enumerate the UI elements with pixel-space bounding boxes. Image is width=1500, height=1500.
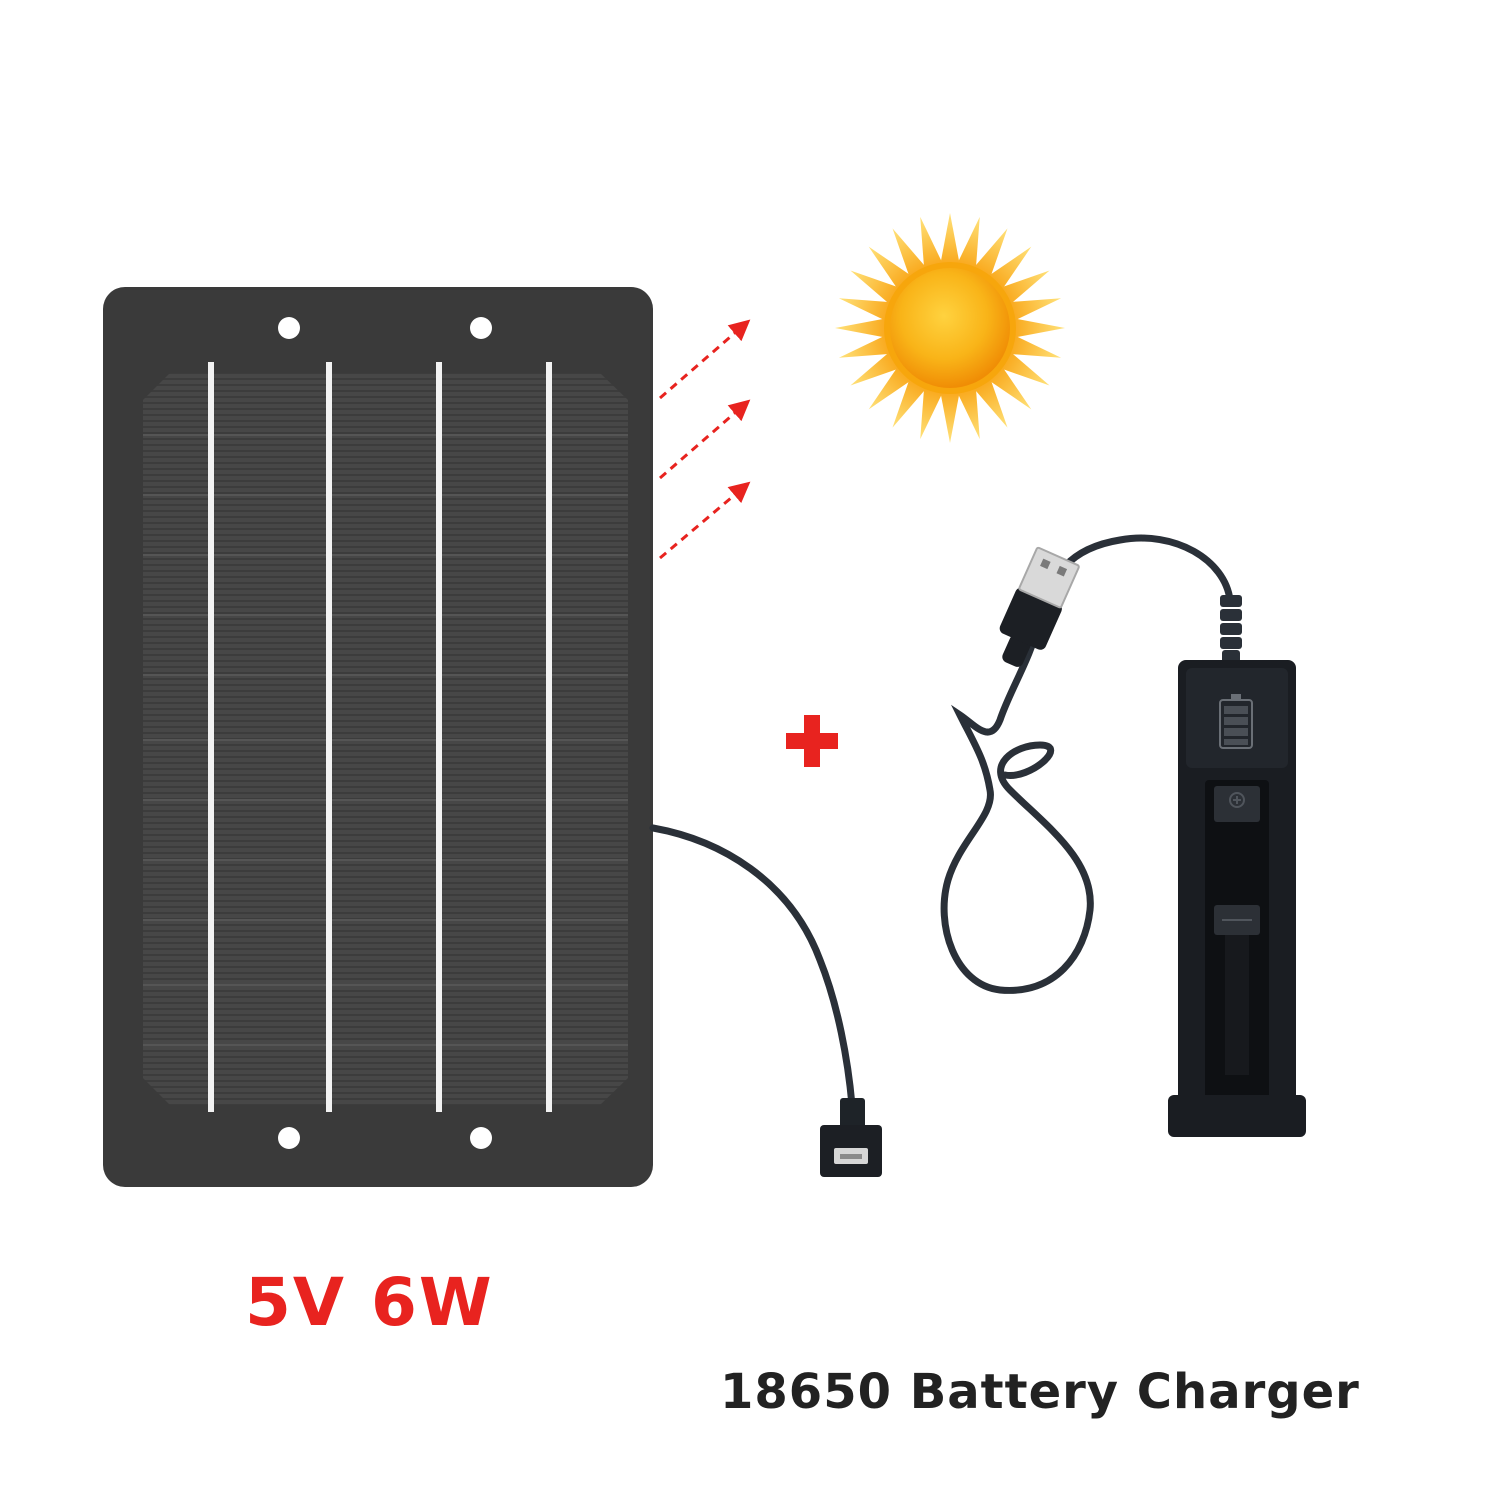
mount-hole <box>470 1127 492 1149</box>
battery-level-icon <box>1219 694 1253 749</box>
usb-male-connector <box>999 546 1080 667</box>
strain-relief <box>1220 595 1242 668</box>
mount-hole <box>470 317 492 339</box>
bus-bars <box>208 362 552 1112</box>
plus-icon <box>786 715 838 767</box>
product-label: 18650 Battery Charger <box>720 1364 1360 1420</box>
battery-charger <box>1168 660 1306 1137</box>
solar-panel <box>103 287 653 1187</box>
dashed-arrow-icon <box>659 319 751 560</box>
mount-hole <box>278 1127 300 1149</box>
mount-hole <box>278 317 300 339</box>
sun-icon <box>835 213 1065 443</box>
usb-female-connector <box>820 1098 882 1177</box>
spec-label: 5V 6W <box>245 1264 494 1341</box>
panel-cable <box>649 824 856 1109</box>
